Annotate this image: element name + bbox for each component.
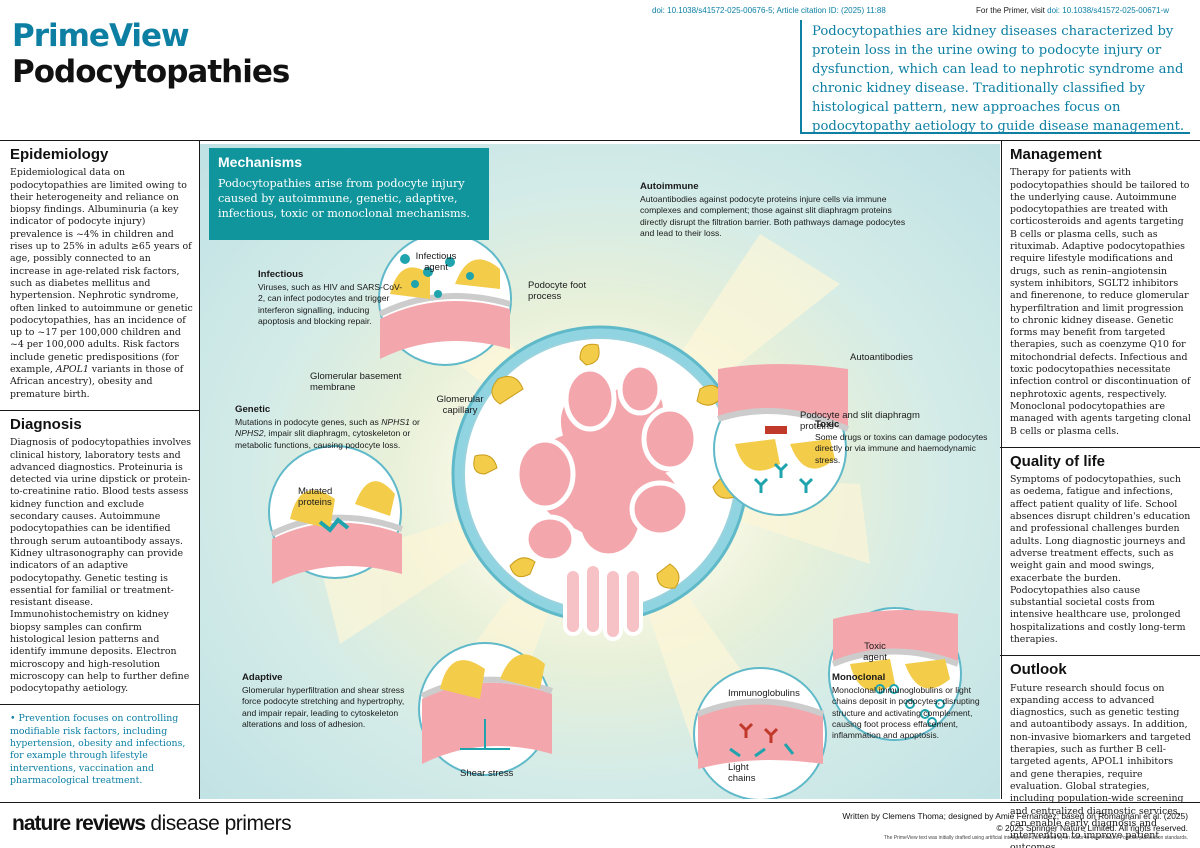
toxic-inset [828, 607, 962, 741]
article-doi[interactable]: doi: 10.1038/s41572-025-00676-5; Article… [652, 6, 886, 15]
autoimmune-caption: Autoimmune Autoantibodies against podocy… [640, 181, 910, 239]
page-title: Podocytopathies [12, 54, 290, 90]
infectious-caption: Infectious Viruses, such as HIV and SARS… [258, 269, 408, 327]
bottom-divider [0, 802, 1200, 803]
right-column: Management Therapy for patients with pod… [1000, 146, 1200, 848]
capillary-tuft [514, 362, 699, 564]
nphs2-gene: NPHS2 [235, 428, 264, 439]
primer-doi: doi: 10.1038/s41572-025-00671-w [1047, 6, 1169, 15]
intro-summary: Podocytopathies are kidney diseases char… [800, 20, 1190, 134]
genetic-or: or [409, 417, 420, 428]
quality-of-life-heading: Quality of life [1010, 452, 1106, 470]
label-shear-stress: Shear stress [460, 768, 514, 779]
brand-bold: nature reviews [12, 812, 146, 835]
citation-id: (2025) 11:88 [841, 6, 886, 15]
genetic-text-a: Mutations in podocyte genes, such as [235, 417, 382, 428]
toxic-caption: Toxic Some drugs or toxins can damage po… [815, 419, 990, 466]
glomerulus-illustration [268, 232, 962, 799]
monoclonal-heading: Monoclonal [832, 672, 886, 683]
label-toxic-agent: Toxic agent [863, 641, 887, 663]
section-divider [1000, 655, 1200, 657]
label-light-chains: Light chains [728, 762, 756, 784]
apol1-gene: APOL1 [55, 364, 89, 376]
label-immunoglobulins: Immunoglobulins [728, 688, 800, 699]
mechanisms-panel: Mechanisms Podocytopathies arise from po… [200, 144, 1000, 799]
monoclonal-text: Monoclonal immunoglobulins or light chai… [832, 685, 980, 741]
article-doi-text: doi: 10.1038/s41572-025-00676-5; Article… [652, 6, 839, 15]
credit-ai-note: The PrimeView text was initially drafted… [883, 835, 1188, 841]
primer-prefix: For the Primer, visit [976, 6, 1048, 15]
epidemiology-heading: Epidemiology [10, 146, 109, 163]
label-gbm: Glomerular basement membrane [310, 371, 402, 393]
left-column-rule [199, 141, 200, 799]
section-divider [0, 409, 203, 411]
label-mutated-proteins: Mutated proteins [298, 486, 333, 508]
section-divider [1000, 446, 1200, 448]
genetic-inset [268, 445, 404, 584]
genetic-text: Mutations in podocyte genes, such as NPH… [235, 417, 430, 451]
label-slit-proteins: Podocyte and slit diaphragm proteins [800, 410, 920, 432]
genetic-caption: Genetic Mutations in podocyte genes, suc… [235, 404, 430, 451]
credit-authors: Written by Clemens Thoma; designed by Am… [842, 811, 1188, 821]
afferent-vessels [563, 562, 643, 641]
left-column: Epidemiology Epidemiological data on pod… [0, 146, 203, 787]
epidemiology-end: variants in those of African ancestry), … [10, 364, 184, 400]
adaptive-heading: Adaptive [242, 672, 283, 683]
epidemiology-text: Epidemiological data on podocytopathies … [10, 167, 193, 401]
label-capillary: Glomerular capillary [436, 394, 484, 416]
adaptive-inset [418, 642, 554, 776]
autoimmune-text: Autoantibodies against podocyte proteins… [640, 194, 906, 238]
management-text: Therapy for patients with podocytopathie… [1010, 167, 1191, 437]
right-column-rule [1001, 141, 1002, 799]
diagnosis-heading: Diagnosis [10, 415, 82, 433]
primer-link[interactable]: For the Primer, visit doi: 10.1038/s4157… [976, 6, 1169, 15]
adaptive-caption: Adaptive Glomerular hyperfiltration and … [242, 672, 417, 730]
infectious-heading: Infectious [258, 269, 304, 280]
mechanisms-box: Mechanisms Podocytopathies arise from po… [209, 148, 489, 240]
autoimmune-heading: Autoimmune [640, 181, 699, 192]
journal-brand[interactable]: nature reviews disease primers [12, 812, 292, 836]
quality-of-life-text: Symptoms of podocytopathies, such as oed… [1010, 474, 1191, 645]
credit-copyright: © 2025 Springer Nature Limited. All righ… [996, 823, 1188, 833]
toxic-text: Some drugs or toxins can damage podocyte… [815, 432, 988, 465]
adaptive-text: Glomerular hyperfiltration and shear str… [242, 685, 405, 729]
prevention-note: • Prevention focuses on controlling modi… [10, 713, 186, 786]
epidemiology-body: Epidemiological data on podocytopathies … [10, 167, 193, 376]
monoclonal-inset [693, 667, 827, 799]
management-heading: Management [1010, 146, 1102, 163]
credits: Written by Clemens Thoma; designed by Am… [842, 810, 1188, 842]
label-autoantibodies: Autoantibodies [850, 352, 913, 363]
brand-rest: disease primers [145, 812, 292, 835]
label-foot-process: Podocyte foot process [528, 280, 587, 302]
genetic-heading: Genetic [235, 404, 271, 415]
series-title: PrimeView [12, 18, 190, 54]
monoclonal-caption: Monoclonal Monoclonal immunoglobulins or… [832, 672, 982, 741]
outlook-heading: Outlook [1010, 661, 1067, 679]
mechanisms-heading: Mechanisms [218, 154, 303, 170]
diagnosis-text: Diagnosis of podocytopathies involves cl… [10, 437, 192, 695]
section-divider [0, 704, 203, 706]
genetic-text-b: , impair slit diaphragm, cytoskeleton or… [235, 428, 411, 450]
infectious-text: Viruses, such as HIV and SARS-CoV-2, can… [258, 282, 403, 326]
nphs1-gene: NPHS1 [381, 417, 410, 428]
top-divider [0, 140, 1200, 141]
infectious-inset [378, 232, 512, 366]
toxic-heading: Toxic [815, 419, 840, 430]
mechanisms-intro: Podocytopathies arise from podocyte inju… [218, 177, 470, 220]
autoimmune-inset [713, 364, 850, 516]
label-infectious-agent: Infectious agent [415, 251, 457, 273]
outlook-text: Future research should focus on expandin… [1010, 682, 1191, 848]
top-bar: doi: 10.1038/s41572-025-00676-5; Article… [0, 0, 1200, 20]
